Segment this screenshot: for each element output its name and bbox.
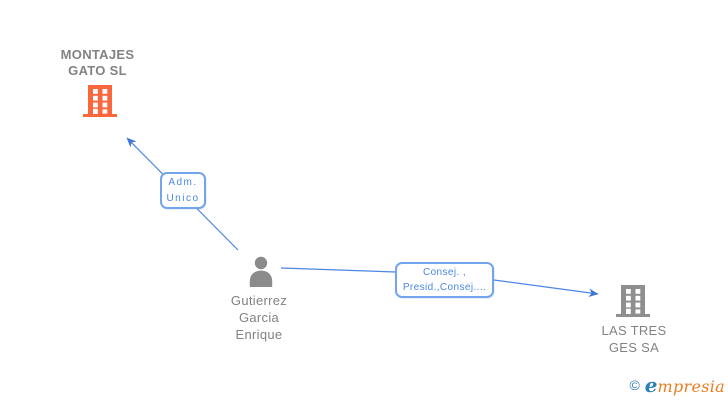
person-label-line: Garcia xyxy=(238,310,280,325)
building-icon-lastres[interactable] xyxy=(616,285,650,322)
person-label-line: Enrique xyxy=(235,327,283,342)
edge-person-to-consej-box xyxy=(280,267,397,273)
person-label-line: Gutierrez xyxy=(230,293,288,308)
company-label-montajes-gato-sl[interactable]: MONTAJES GATO SL xyxy=(40,47,155,79)
empresia-logo[interactable]: © e mpresia xyxy=(629,373,725,397)
edge-consej-box-to-lastres xyxy=(493,279,599,298)
company-label-line: LAS TRES xyxy=(601,323,667,338)
company-label-line: GATO SL xyxy=(68,63,127,78)
relationship-box-consej-presid: Consej. , Presid.,Consej.... xyxy=(395,262,494,298)
relationship-label-line: Presid.,Consej.... xyxy=(402,282,487,293)
relationship-label-line: Adm. xyxy=(168,176,198,188)
company-label-line: GES SA xyxy=(608,340,660,355)
company-label-las-tres-ges-sa[interactable]: LAS TRES GES SA xyxy=(573,322,695,356)
relationship-label-line: Unico xyxy=(166,192,200,204)
relationship-box-adm-unico: Adm. Unico xyxy=(160,172,206,209)
person-label-gutierrez-garcia-enrique[interactable]: Gutierrez Garcia Enrique xyxy=(199,292,319,343)
brand-letter-e: e xyxy=(644,373,658,397)
copyright-icon: © xyxy=(629,377,640,393)
building-icon-montajes[interactable] xyxy=(83,85,117,122)
relationship-label-line: Consej. , xyxy=(422,267,467,278)
company-label-line: MONTAJES xyxy=(60,47,135,62)
brand-text: mpresia xyxy=(657,377,725,396)
person-icon-gutierrez[interactable] xyxy=(244,256,278,292)
